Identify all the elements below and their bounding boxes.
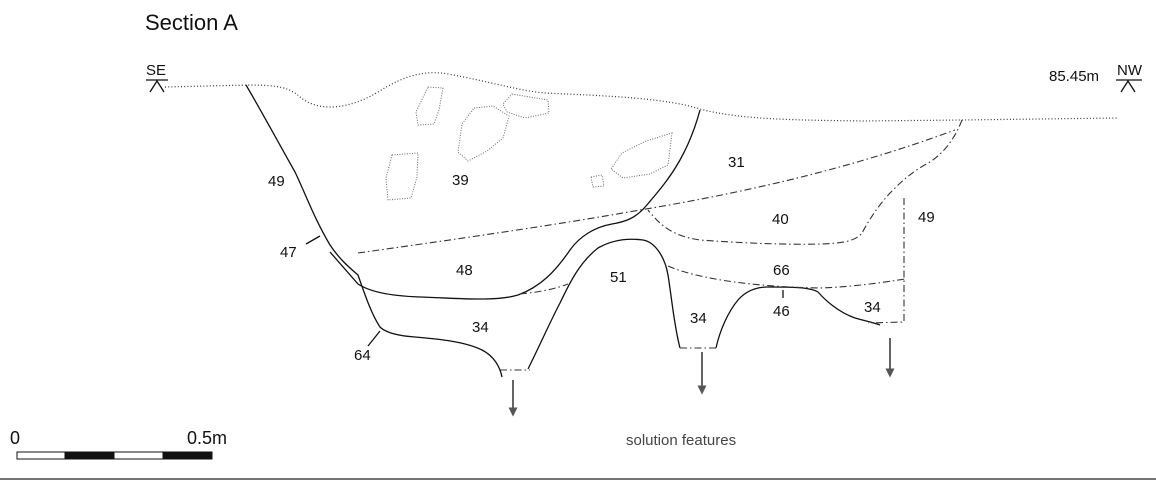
context-label: 34	[472, 319, 489, 336]
context-label: 51	[610, 269, 627, 286]
nw-marker: NW	[1116, 62, 1143, 93]
leader-64	[367, 330, 381, 347]
cut-inner-slope	[527, 238, 681, 370]
drawing-title: Section A	[145, 10, 238, 35]
stone	[385, 152, 419, 201]
scale-end-label: 0.5m	[187, 428, 227, 448]
context-label: 49	[918, 209, 935, 226]
scale-segment	[64, 451, 115, 460]
edge-49-vertical	[867, 198, 905, 324]
datum-level: 85.45m	[1049, 68, 1099, 85]
scale-segment	[162, 451, 213, 460]
nw-label: NW	[1117, 62, 1143, 79]
context-label: 40	[772, 211, 789, 228]
context-label: 34	[864, 299, 881, 316]
scale-segment	[16, 451, 66, 460]
scale-segment	[113, 451, 164, 460]
scale-start-label: 0	[10, 428, 20, 448]
ground-surface	[164, 72, 1118, 122]
stone	[457, 105, 510, 162]
context-label: 64	[354, 347, 371, 364]
stone	[415, 86, 444, 126]
scale-bar: 0 0.5m	[10, 428, 227, 460]
stone	[610, 132, 673, 179]
context-label: 34	[690, 310, 707, 327]
context-label: 48	[456, 262, 473, 279]
se-marker-symbol	[146, 79, 168, 93]
context-label: 66	[773, 262, 790, 279]
cut-upper-right	[329, 109, 701, 300]
se-label: SE	[146, 62, 166, 79]
stone	[502, 93, 550, 119]
context-label: 47	[280, 244, 297, 261]
context-label: 31	[728, 154, 745, 171]
context-label: 39	[452, 172, 469, 189]
context-labels: 49 47 39 31 40 49 48 51 66 34 34 46 34 6…	[268, 154, 935, 364]
caption-solution-features: solution features	[626, 432, 736, 449]
stone	[590, 174, 605, 188]
stones	[385, 86, 673, 201]
leader-47	[305, 235, 321, 245]
context-label: 49	[268, 173, 285, 190]
context-label: 46	[773, 303, 790, 320]
se-marker: SE	[146, 62, 168, 93]
nw-marker-symbol	[1116, 79, 1142, 93]
boundary-31-49	[647, 119, 963, 245]
cut-outer-edge	[245, 84, 503, 378]
boundary-48-34	[519, 283, 569, 295]
boundary-39-48	[357, 129, 956, 254]
cut-pocket-46	[715, 286, 881, 349]
boundary-66	[667, 265, 906, 289]
